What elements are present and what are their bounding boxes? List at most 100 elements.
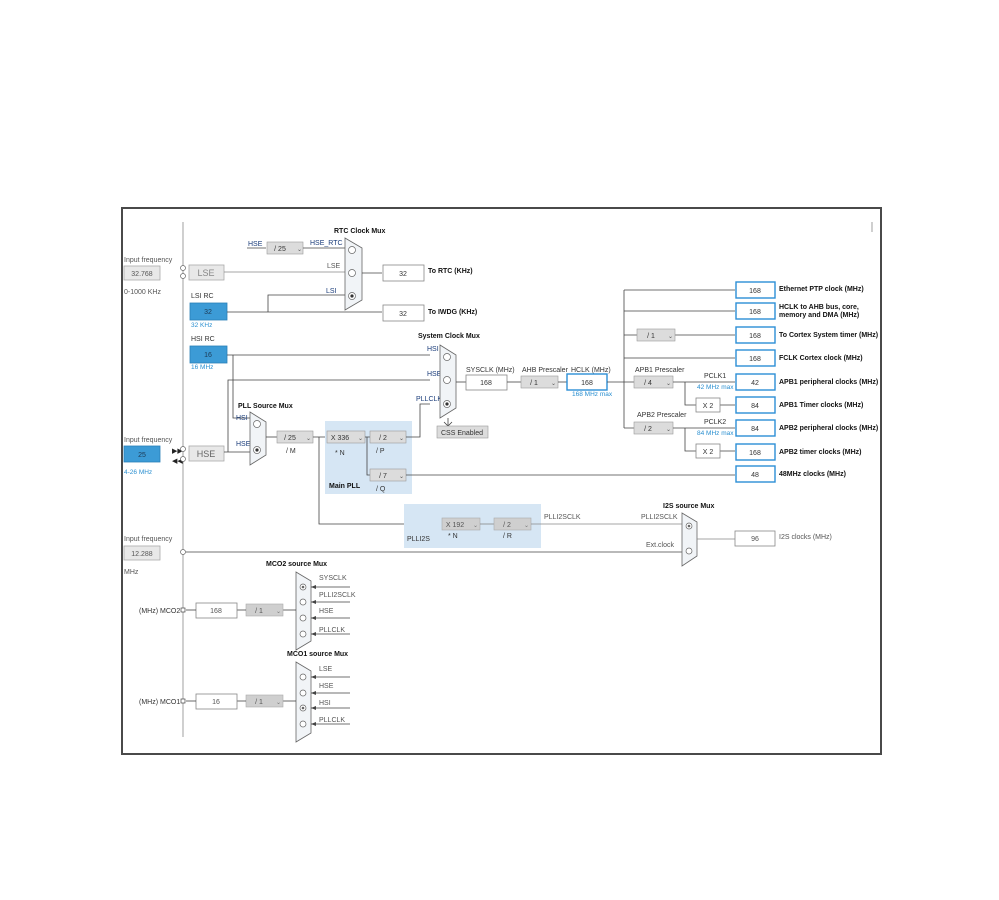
output-clock-5[interactable]: 84 APB1 Timer clocks (MHz) [735, 396, 863, 414]
mco2-pin [180, 607, 186, 613]
output-clock-3[interactable]: 168 FCLK Cortex clock (MHz) [735, 349, 863, 367]
output-clock-4[interactable]: 42 APB1 peripheral clocks (MHz) [735, 373, 878, 391]
mco2-output-value: 168 [210, 608, 222, 615]
output-clock-0[interactable]: 168 Ethernet PTP clock (MHz) [735, 281, 864, 299]
chevron-down-icon: ⌄ [551, 381, 556, 387]
i2s-mux-radio-selected [687, 524, 691, 528]
pll-m-out-wire [313, 436, 442, 525]
system-mux-radio-hse[interactable] [443, 376, 451, 384]
mco2-radio-pllclk[interactable] [299, 630, 307, 638]
mco1-source-pllclk: PLLCLK [319, 717, 345, 724]
ahb-prescaler-value: / 1 [530, 380, 538, 387]
output-clock-6[interactable]: 84 APB2 peripheral clocks (MHz) [735, 419, 878, 437]
i2s-ext-caption: Input frequency [124, 536, 173, 543]
output-clock-label: APB1 peripheral clocks (MHz) [779, 379, 878, 386]
output-clock-box[interactable] [735, 349, 776, 367]
hclk-max-label: 168 MHz max [572, 391, 613, 398]
system-mux-radio-hsi[interactable] [443, 353, 451, 361]
system-clock-mux-title: System Clock Mux [418, 333, 480, 340]
pll-n-label: * N [335, 450, 345, 457]
apb2-timer-multiplier [695, 443, 721, 459]
chevron-down-icon: ⌄ [473, 523, 478, 529]
pll-n-value: X 336 [331, 435, 349, 442]
lsi-value-box[interactable] [189, 302, 228, 321]
ahb-prescaler-label: AHB Prescaler [522, 367, 569, 374]
output-clock-box[interactable] [735, 396, 776, 414]
arrow-right-icon: ▶▶ [172, 448, 183, 455]
chevron-down-icon: ⌄ [399, 436, 404, 442]
lse-frequency-input[interactable] [123, 265, 161, 281]
rtc-output-label: To RTC (KHz) [428, 268, 473, 275]
mco1-radio-lse[interactable] [299, 673, 307, 681]
css-enabled-button[interactable] [436, 425, 489, 439]
output-clock-box[interactable] [735, 419, 776, 437]
pll-source-mux [249, 411, 267, 466]
hse-connector [180, 446, 186, 452]
iwdg-output-box [382, 304, 425, 322]
pll-source-radio-hsi[interactable] [253, 420, 261, 428]
hsi-title: HSI RC [191, 336, 215, 343]
output-clock-box[interactable] [735, 373, 776, 391]
rtc-mux-radio-lse[interactable] [348, 269, 356, 277]
pclk1-label: PCLK1 [704, 373, 726, 380]
output-clock-2[interactable]: 168 To Cortex System timer (MHz) [735, 326, 878, 344]
pclk2-label: PCLK2 [704, 419, 726, 426]
i2s-mux-ext-label: Ext.clock [646, 542, 675, 549]
pll-m-value: / 25 [284, 435, 296, 442]
output-clock-box[interactable] [735, 443, 776, 461]
output-clock-label: Ethernet PTP clock (MHz) [779, 286, 864, 293]
pclk2-max-label: 84 MHz max [697, 430, 734, 437]
mco1-output-box [195, 693, 238, 710]
system-mux-radio-selected [445, 402, 449, 406]
output-clock-value: 48 [751, 472, 759, 479]
pll-m-label: / M [286, 448, 296, 455]
mco2-mux-title: MCO2 source Mux [266, 561, 327, 568]
pll-p-value: / 2 [379, 435, 387, 442]
rtc-mux-radio-hse[interactable] [348, 246, 356, 254]
i2s-ext-frequency-input[interactable] [123, 545, 161, 561]
output-clock-8[interactable]: 48 48MHz clocks (MHz) [735, 465, 846, 483]
mco1-input-wires [311, 676, 350, 725]
hse-frequency-input[interactable] [123, 445, 161, 463]
pll-source-hsi-label: HSI [236, 415, 248, 422]
chevron-down-icon: ⌄ [276, 700, 281, 706]
mco2-output-box [195, 602, 238, 619]
hsi-value-box[interactable] [189, 345, 228, 364]
output-clock-1[interactable]: 168 HCLK to AHB bus, core, memory and DM… [735, 302, 859, 320]
mco1-radio-pllclk[interactable] [299, 720, 307, 728]
cortex-timer-divider-select[interactable] [636, 328, 676, 342]
cortex-timer-divider-value: / 1 [647, 333, 655, 340]
mco1-output-value: 16 [212, 699, 220, 706]
output-clock-box[interactable] [735, 465, 776, 483]
lse-connector-2 [180, 273, 186, 279]
hsi-unit: 16 MHz [191, 364, 213, 371]
mco2-source-pllclk: PLLCLK [319, 627, 345, 634]
apb2-prescaler-value: / 2 [644, 426, 652, 433]
pclk1-max-label: 42 MHz max [697, 384, 734, 391]
mco2-radio-hse[interactable] [299, 614, 307, 622]
css-arrow-icon [443, 418, 453, 427]
rtc-mux-radio-selected [350, 294, 354, 298]
output-clock-box[interactable] [735, 326, 776, 344]
main-pll-title: Main PLL [329, 483, 361, 490]
i2s-mux-radio-ext[interactable] [685, 547, 693, 555]
output-clock-box[interactable] [735, 281, 776, 299]
lse-frequency-value: 32.768 [131, 271, 153, 278]
mco2-radio-plli2sclk[interactable] [299, 598, 307, 606]
hse-frequency-value: 25 [138, 452, 146, 459]
output-clock-label: HCLK to AHB bus, core, [779, 304, 859, 311]
hse-connector-2 [180, 456, 186, 462]
mco2-input-wires [311, 586, 350, 635]
css-enabled-label: CSS Enabled [441, 430, 483, 437]
rtc-lsi-label: LSI [326, 288, 337, 295]
mco1-label: (MHz) MCO1 [139, 699, 180, 706]
lse-input-caption: Input frequency [124, 257, 173, 264]
mco1-radio-hse[interactable] [299, 689, 307, 697]
mco1-pin [180, 698, 186, 704]
i2s-ext-unit: MHz [124, 569, 139, 576]
chevron-down-icon: ⌄ [399, 474, 404, 480]
output-clock-7[interactable]: 168 APB2 timer clocks (MHz) [735, 443, 861, 461]
iwdg-output-value: 32 [399, 311, 407, 318]
i2s-mux-plli2sclk-label: PLLI2SCLK [641, 514, 678, 521]
output-clock-box[interactable] [735, 302, 776, 320]
